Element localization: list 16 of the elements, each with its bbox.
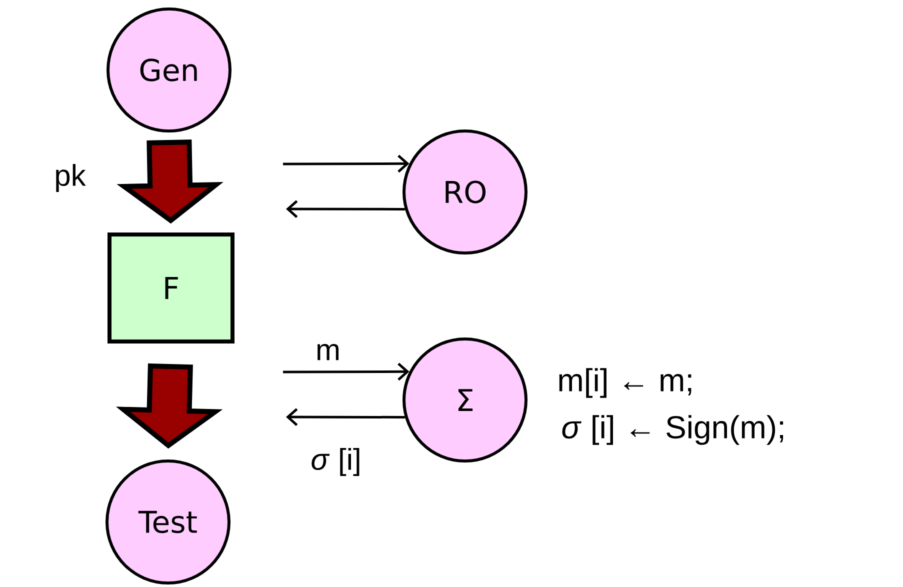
block-arrow bbox=[116, 363, 223, 449]
circle-node: Test bbox=[106, 460, 230, 584]
arrow bbox=[283, 154, 410, 173]
edge-label: σ [i] bbox=[312, 448, 360, 476]
edge-label: pk bbox=[56, 164, 86, 192]
arrow bbox=[283, 362, 410, 381]
arrow bbox=[286, 200, 405, 218]
circle-node: RO bbox=[402, 130, 528, 254]
circle-node: Σ bbox=[402, 338, 528, 462]
edge-label: m bbox=[318, 344, 339, 360]
annotation-text: σ [i] ← Sign(m); bbox=[562, 415, 784, 445]
annotation-text: m[i] ← m; bbox=[559, 368, 692, 398]
circle-node: Gen bbox=[106, 8, 232, 132]
process-box: F bbox=[108, 232, 234, 344]
block-arrow bbox=[116, 140, 224, 224]
arrow bbox=[286, 408, 405, 426]
